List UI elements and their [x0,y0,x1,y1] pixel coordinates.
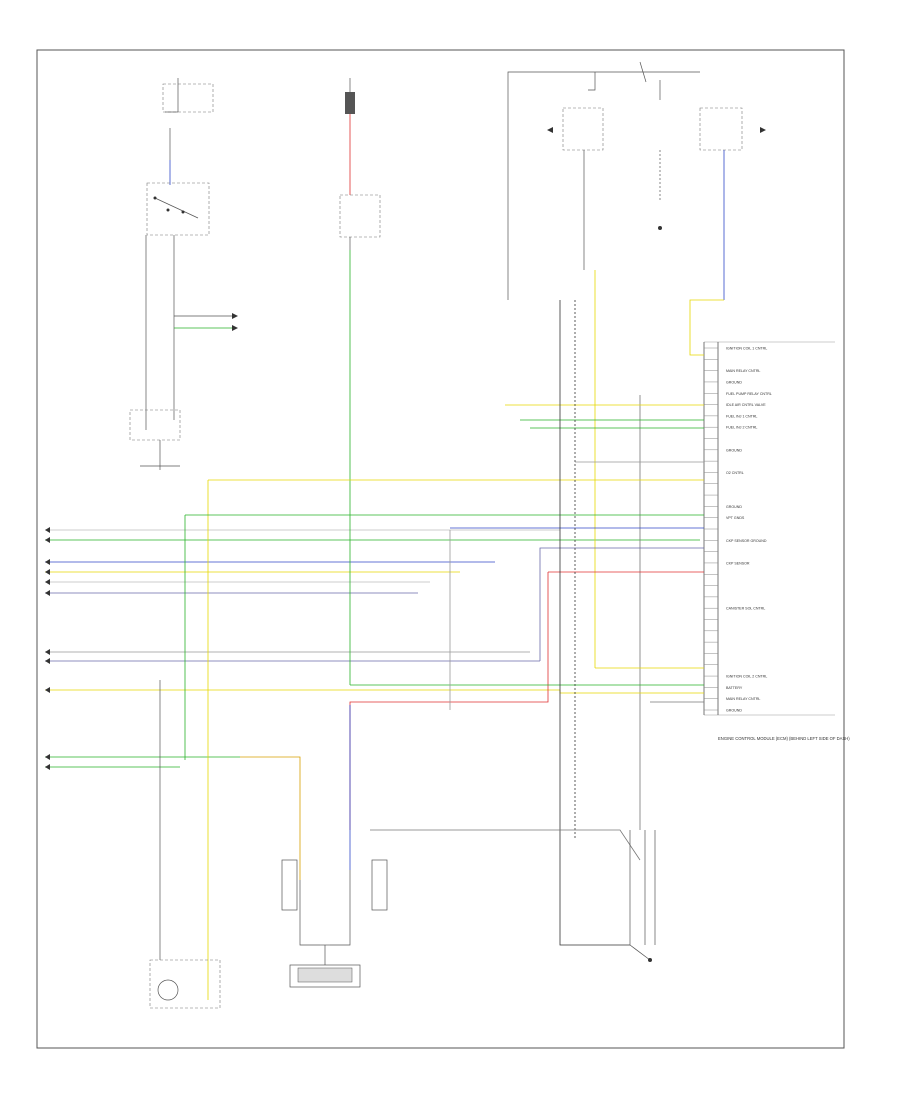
ecm-pin-label: CKP SENSOR GROUND [726,539,767,543]
harness-end-arrows [45,527,50,770]
ignition-coil-1-outline [562,107,604,151]
park-neutral-switch [145,182,238,430]
wire-black-ground [559,300,630,946]
ecm-pin-label: GROUND [726,448,742,452]
ecm-pin-label: FUEL PUMP RELAY CNTRL [726,392,772,396]
fuse-block [345,92,355,114]
ecm-name: ENGINE CONTROL MODULE (ECM) (BEHIND LEFT… [718,736,850,741]
sensor-outline [149,959,221,1009]
switch-box-outline-2 [129,409,181,441]
ecm-pin-label: FUEL INJ 2 CNTRL [726,426,757,430]
ground-bottom-left-switch [129,409,181,470]
ecm-pin-label: GROUND [726,709,742,713]
ecm-pin-label: IDLE AIR CNTRL VALVE [726,403,766,407]
ecm-pin-label: MAIN RELAY CNTRL [726,697,760,701]
top-right-relay-group [507,61,766,300]
wire-runs [45,250,724,1000]
ignition-coil-2-outline [699,107,743,151]
bottom-center-sensor [281,859,388,988]
ecm-pin-label: CANISTER SOL CNTRL [726,607,765,611]
ecm-pin-label: BATTERY [726,686,743,690]
fuse-box-outline [162,83,214,113]
ecm-pin-label: GROUND [726,380,742,384]
ecm-connector: ENGINE CONTROL MODULE (ECM) (BEHIND LEFT… [703,341,850,741]
bottom-left-sensor [149,680,221,1009]
ecm-pin-label: FUEL INJ 1 CNTRL [726,414,757,418]
ecm-pin-label: O2 CNTRL [726,471,744,475]
wire-purple-run [539,547,704,661]
wire-yellow-feed [689,299,724,356]
wire-red-down [349,572,549,830]
diagram-border [36,49,845,1049]
ecm-pin-rows [704,347,718,711]
bottom-right-sensor [629,830,656,962]
switch-box-outline [146,182,210,236]
ecm-pin-label: CKP SENSOR [726,561,750,565]
wire-gray-cable [370,829,641,861]
top-center-fuse [339,78,381,250]
wire-orange-to-sensor [240,756,301,880]
ecm-pin-label: VPT GNDS [726,516,745,520]
fuse-relay-outline [339,194,381,238]
ecm-pin-label: IGNITION COIL 2 CNTRL [726,675,767,679]
ecm-pin-label: IGNITION COIL 1 CNTRL [726,347,767,351]
ecm-pin-label: MAIN RELAY CNTRL [726,369,760,373]
wire-yellow-to-conn-2 [559,690,704,694]
ecm-pin-label: GROUND [726,505,742,509]
top-left-fuse-group [162,78,214,185]
